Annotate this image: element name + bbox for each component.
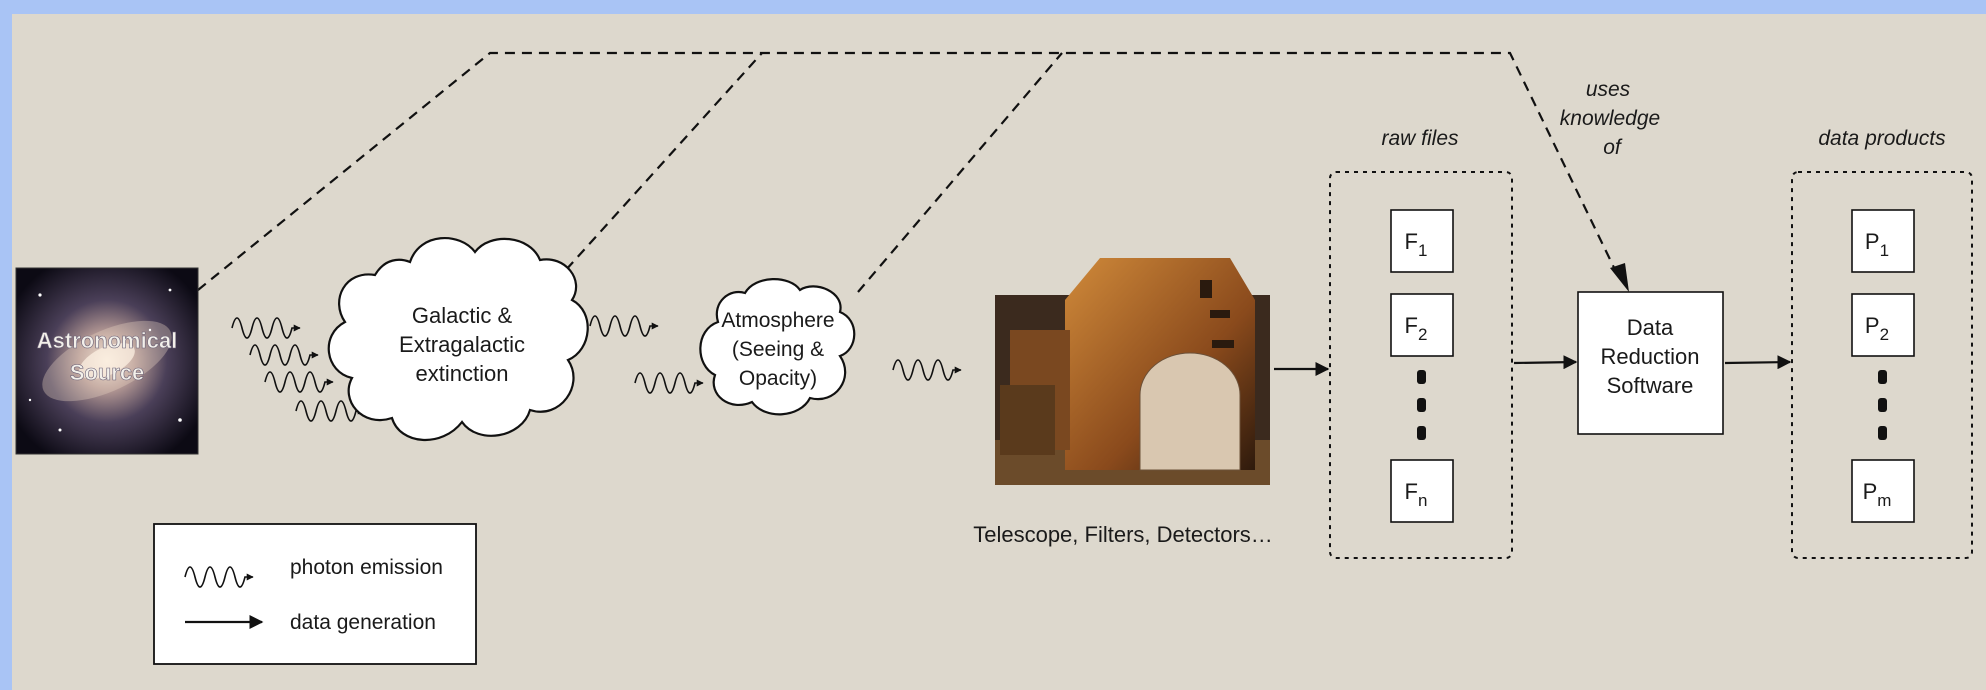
file-fn-base: F <box>1405 479 1418 504</box>
diagram-canvas: Astronomical Source Galactic & Extragala… <box>12 14 1986 690</box>
svg-text:P1: P1 <box>1865 229 1889 260</box>
legend-photon-label: photon emission <box>290 556 443 579</box>
atmosphere-label-line2: (Seeing & <box>732 338 824 361</box>
telescope-caption: Telescope, Filters, Detectors… <box>973 522 1273 547</box>
atmosphere-cloud: Atmosphere (Seeing & Opacity) <box>699 278 856 416</box>
uses-knowledge-line3: of <box>1603 136 1623 159</box>
product-p2-base: P <box>1865 313 1880 338</box>
photon-waves-atmosphere <box>892 359 962 381</box>
arrow-software-to-products <box>1724 355 1792 370</box>
file-f2-base: F <box>1405 313 1418 338</box>
product-p1-sub: 1 <box>1880 241 1889 260</box>
dashed-line-galactic <box>554 52 763 283</box>
product-pm-sub: m <box>1877 491 1891 510</box>
data-products-title: data products <box>1818 127 1946 150</box>
raw-files-title: raw files <box>1381 127 1459 150</box>
galactic-label-line3: extinction <box>416 361 509 386</box>
data-reduction-software-box: Data Reduction Software <box>1577 291 1724 435</box>
file-fn: Fn <box>1390 459 1454 523</box>
svg-text:F1: F1 <box>1405 229 1428 260</box>
file-fn-sub: n <box>1418 491 1427 510</box>
uses-knowledge-label: uses knowledge of <box>1560 78 1660 159</box>
uses-knowledge-line1: uses <box>1586 78 1631 101</box>
atmosphere-label-line1: Atmosphere <box>721 309 834 332</box>
legend: photon emission data generation <box>153 523 477 665</box>
dashed-arrowhead <box>1610 263 1629 292</box>
galactic-extinction-cloud: Galactic & Extragalactic extinction <box>327 237 589 442</box>
file-f2-sub: 2 <box>1418 325 1427 344</box>
file-f2: F2 <box>1390 293 1454 357</box>
atmosphere-label-line3: Opacity) <box>739 367 817 390</box>
galactic-label-line2: Extragalactic <box>399 332 525 357</box>
galactic-label-line1: Galactic & <box>412 303 513 328</box>
telescope-image: Telescope, Filters, Detectors… <box>973 258 1273 547</box>
source-label-line2: Source <box>70 360 145 385</box>
product-ellipsis <box>1878 370 1887 440</box>
product-pm-base: P <box>1863 479 1878 504</box>
product-p1: P1 <box>1851 209 1915 273</box>
dashed-line-atmosphere <box>857 52 1063 293</box>
software-label-line3: Software <box>1607 373 1694 398</box>
uses-knowledge-line2: knowledge <box>1560 107 1660 130</box>
software-label-line1: Data <box>1627 315 1674 340</box>
raw-files-group: raw files F1 F2 Fn <box>1329 127 1513 559</box>
product-pm: Pm <box>1851 459 1915 523</box>
svg-text:P2: P2 <box>1865 313 1889 344</box>
product-p1-base: P <box>1865 229 1880 254</box>
file-ellipsis <box>1417 370 1426 440</box>
source-label-line1: Astronomical <box>37 328 178 353</box>
software-label-line2: Reduction <box>1600 344 1699 369</box>
file-f1-base: F <box>1405 229 1418 254</box>
arrow-raw-to-software <box>1513 355 1578 370</box>
svg-text:Pm: Pm <box>1863 479 1892 510</box>
product-p2: P2 <box>1851 293 1915 357</box>
data-products-group: data products P1 P2 Pm <box>1791 127 1973 559</box>
legend-data-label: data generation <box>290 611 436 634</box>
file-f1: F1 <box>1390 209 1454 273</box>
svg-text:F2: F2 <box>1405 313 1428 344</box>
knowledge-dashed-lines <box>197 51 1621 293</box>
photon-waves-galactic <box>589 315 704 394</box>
file-f1-sub: 1 <box>1418 241 1427 260</box>
product-p2-sub: 2 <box>1880 325 1889 344</box>
dashed-line-source <box>197 51 1621 291</box>
astronomical-source-image: Astronomical Source <box>15 267 199 455</box>
svg-text:Fn: Fn <box>1405 479 1428 510</box>
flow-diagram: Astronomical Source Galactic & Extragala… <box>15 51 1973 665</box>
